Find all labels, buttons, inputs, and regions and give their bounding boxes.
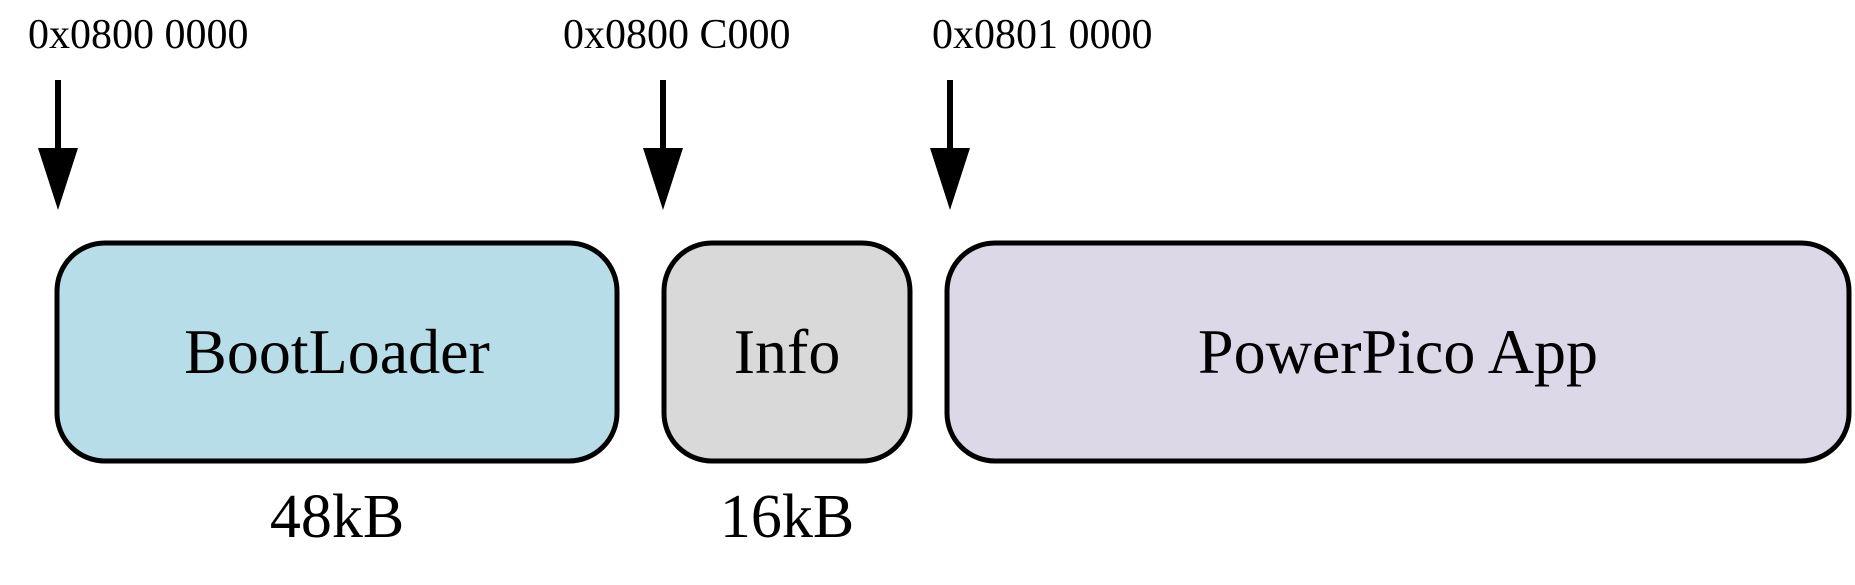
- block-shape: [54, 240, 620, 464]
- memory-block-info: Info 16kB: [661, 240, 913, 551]
- block-label: PowerPico App: [1198, 316, 1598, 387]
- address-marker-info: 0x0800 C000: [563, 12, 791, 210]
- memory-block-app: PowerPico App: [944, 240, 1852, 464]
- address-label: 0x0800 0000: [28, 12, 249, 58]
- down-arrow-icon: [930, 148, 970, 210]
- down-arrow-icon: [643, 148, 683, 210]
- block-label: Info: [734, 316, 841, 387]
- address-marker-app: 0x0801 0000: [930, 12, 1153, 210]
- address-marker-bootloader: 0x0800 0000: [28, 12, 249, 210]
- block-shape: [944, 240, 1852, 464]
- address-label: 0x0801 0000: [932, 12, 1153, 58]
- block-size-label: 48kB: [270, 483, 404, 551]
- block-shape: [661, 240, 913, 464]
- memory-block-bootloader: BootLoader 48kB: [54, 240, 620, 551]
- down-arrow-icon: [38, 148, 78, 210]
- block-label: BootLoader: [184, 316, 490, 387]
- address-label: 0x0800 C000: [563, 12, 791, 58]
- block-size-label: 16kB: [720, 483, 854, 551]
